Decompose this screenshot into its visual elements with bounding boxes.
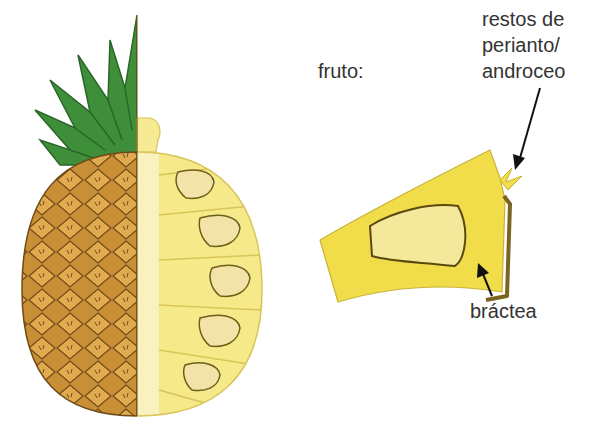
leader-arrow [477, 88, 540, 296]
crown [35, 15, 137, 165]
pineapple-skin [22, 152, 137, 416]
pineapple-section [137, 150, 267, 420]
part-label: restos de perianto/ androceo [482, 6, 594, 84]
part-label: bráctea [470, 298, 580, 324]
fruitlet [320, 150, 522, 302]
crown-cut [137, 118, 160, 152]
fruit-label: fruto: [318, 58, 408, 84]
